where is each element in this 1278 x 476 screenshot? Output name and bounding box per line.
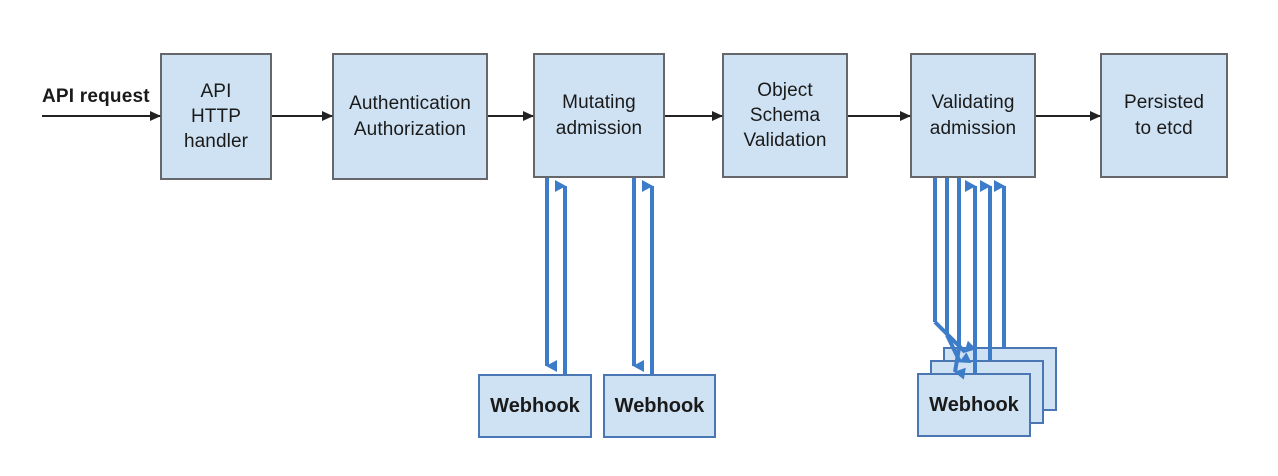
webhook-mutating-1-label: Webhook <box>490 394 580 417</box>
stage-api-http-handler[interactable]: API HTTP handler <box>160 53 272 180</box>
webhook-mutating-1[interactable]: Webhook <box>478 374 592 438</box>
stage-persisted-to-etcd-label: Persisted to etcd <box>1123 92 1205 139</box>
webhook-mutating-2-label: Webhook <box>614 394 705 417</box>
webhook-mutating-2[interactable]: Webhook <box>603 374 716 438</box>
entry-label-api-request: API request <box>42 86 150 107</box>
stage-persisted-to-etcd[interactable]: Persisted to etcd <box>1100 53 1228 178</box>
stage-validating-admission-label: Validating admission <box>929 92 1017 139</box>
stage-mutating-admission[interactable]: Mutating admission <box>533 53 665 178</box>
mutating-webhook-2-arrows <box>632 178 654 374</box>
stage-authentication-authorization[interactable]: Authentication Authorization <box>332 53 488 180</box>
validating-up-arrows <box>965 180 1006 373</box>
stage-object-schema-validation[interactable]: Object Schema Validation <box>722 53 848 178</box>
webhook-validating-front[interactable]: Webhook <box>917 373 1031 437</box>
webhook-validating-front-label: Webhook <box>929 393 1019 416</box>
mutating-webhook-1-arrows <box>545 178 567 374</box>
stage-api-http-handler-label: API HTTP handler <box>183 80 249 153</box>
stage-validating-admission[interactable]: Validating admission <box>910 53 1036 178</box>
stage-authentication-authorization-label: Authentication Authorization <box>349 93 471 140</box>
validating-down-arrows <box>933 178 977 380</box>
stage-object-schema-validation-label: Object Schema Validation <box>743 79 827 152</box>
stage-mutating-admission-label: Mutating admission <box>555 92 643 139</box>
